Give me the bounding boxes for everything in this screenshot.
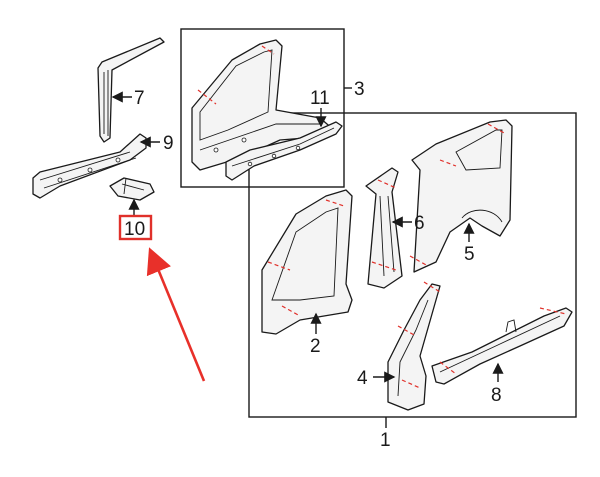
part-5-quarter-panel xyxy=(409,119,513,273)
callout-5: 5 xyxy=(464,244,475,265)
callout-10: 10 xyxy=(124,219,145,240)
callout-8: 8 xyxy=(491,385,502,406)
part-2-front-body-side xyxy=(261,189,353,335)
callout-11: 11 xyxy=(310,88,330,109)
part-11-rocker xyxy=(225,121,343,181)
highlight-box-10 xyxy=(118,214,153,241)
part-7-pillar xyxy=(97,37,165,143)
part-6-b-pillar xyxy=(365,167,403,289)
callout-1: 1 xyxy=(380,430,391,451)
part-10-bracket xyxy=(109,177,155,201)
callout-4: 4 xyxy=(357,368,368,389)
group-box-3 xyxy=(180,28,345,188)
callout-6: 6 xyxy=(414,213,425,234)
part-4-hinge-pillar xyxy=(387,281,441,411)
part-9-rocker xyxy=(32,133,147,199)
group-box-1 xyxy=(248,112,577,418)
callout-2: 2 xyxy=(310,336,321,357)
highlight-arrow xyxy=(146,247,206,382)
callout-7: 7 xyxy=(134,88,145,109)
callout-9: 9 xyxy=(163,133,174,154)
part-3-body-side-inner xyxy=(191,39,335,171)
callout-3: 3 xyxy=(354,79,365,100)
part-8-rocker-outer xyxy=(431,307,573,385)
